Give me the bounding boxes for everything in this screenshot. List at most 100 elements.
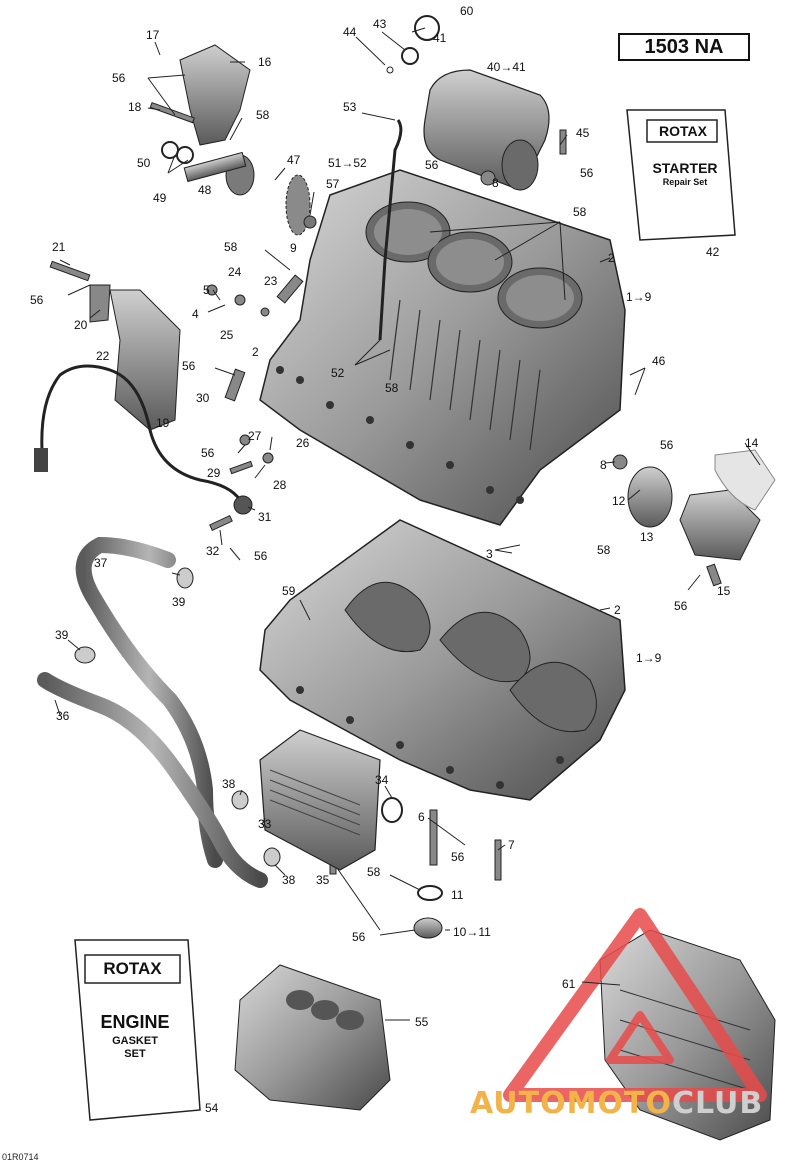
callout-56: 56 (352, 930, 366, 944)
callout-8: 8 (492, 176, 499, 190)
engine-booklet-subtitle1: GASKET (112, 1035, 158, 1047)
model-title-box: 1503 NA (618, 33, 750, 61)
starter-repair-booklet (626, 109, 736, 241)
sensor-wire (40, 364, 242, 501)
callout-61: 61 (562, 977, 576, 991)
callout-57: 57 (326, 177, 340, 191)
callout-58: 58 (256, 108, 270, 122)
callout-56: 56 (451, 850, 465, 864)
callout-41: 41 (433, 31, 447, 45)
callout-10-11: 10→11 (453, 925, 491, 939)
callout-9: 9 (290, 241, 297, 255)
callout-54: 54 (205, 1101, 219, 1115)
drawing-code: 01R0714 (2, 1152, 39, 1162)
callout-53: 53 (343, 100, 357, 114)
callout-58: 58 (367, 865, 381, 879)
starter-booklet-brand: ROTAX (659, 123, 707, 139)
callout-46: 46 (652, 354, 666, 368)
callout-17: 17 (146, 28, 160, 42)
callout-22: 22 (96, 349, 110, 363)
callout-27: 27 (248, 429, 262, 443)
callout-7: 7 (508, 838, 515, 852)
callout-28: 28 (273, 478, 287, 492)
callout-40-41: 40→41 (487, 60, 526, 74)
callout-56: 56 (30, 293, 44, 307)
starter-booklet-title: STARTER (652, 160, 718, 176)
callout-38: 38 (282, 873, 296, 887)
engine-booklet-title: ENGINE (100, 1012, 170, 1032)
engine-booklet-subtitle2: SET (124, 1048, 146, 1060)
callout-39: 39 (172, 595, 186, 609)
callout-32: 32 (206, 544, 220, 558)
callout-59: 59 (282, 584, 296, 598)
knock-sensor (233, 495, 253, 515)
engine-booklet-brand: ROTAX (103, 959, 162, 978)
callout-36: 36 (56, 709, 70, 723)
callout-16: 16 (258, 55, 272, 69)
drain-plug (413, 917, 443, 939)
starter-booklet-subtitle: Repair Set (662, 177, 708, 187)
lower-crankcase (259, 519, 626, 801)
callout-58: 58 (385, 381, 399, 395)
upper-crankcase (259, 169, 626, 526)
engine-bracket (89, 284, 181, 431)
callout-2: 2 (252, 345, 259, 359)
oil-cooler (259, 729, 403, 871)
callout-51-52: 51→52 (328, 156, 367, 170)
callout-56: 56 (201, 446, 215, 460)
callout-14: 14 (745, 436, 759, 450)
callout-26: 26 (296, 436, 310, 450)
callout-44: 44 (343, 25, 357, 39)
callout-52: 52 (331, 366, 345, 380)
coolant-hoses (37, 536, 281, 888)
sensor-connector (34, 448, 48, 472)
drain-gasket (417, 885, 443, 901)
callout-29: 29 (207, 466, 221, 480)
callout-47: 47 (287, 153, 301, 167)
callout-43: 43 (373, 17, 387, 31)
callout-3: 3 (486, 547, 493, 561)
callout-1-9: 1→9 (636, 651, 662, 665)
callout-12: 12 (612, 494, 626, 508)
engine-gasket-booklet (74, 939, 201, 1121)
callout-4: 4 (192, 307, 199, 321)
callout-20: 20 (74, 318, 88, 332)
callout-58: 58 (224, 240, 238, 254)
callout-55: 55 (415, 1015, 429, 1029)
callout-30: 30 (196, 391, 210, 405)
callout-21: 21 (52, 240, 66, 254)
callout-56: 56 (182, 359, 196, 373)
callout-8: 8 (600, 458, 607, 472)
callout-19: 19 (156, 416, 170, 430)
dipstick-tube (378, 119, 403, 341)
callout-11: 11 (451, 888, 464, 902)
callout-58: 58 (597, 543, 611, 557)
callout-13: 13 (640, 530, 654, 544)
callout-33: 33 (258, 817, 272, 831)
callout-56: 56 (674, 599, 688, 613)
callout-56: 56 (254, 549, 268, 563)
watermark-text: AUTOMOTOCLUB (470, 1086, 764, 1121)
callout-31: 31 (258, 510, 272, 524)
callout-37: 37 (94, 556, 108, 570)
callout-49: 49 (153, 191, 167, 205)
callout-56: 56 (580, 166, 594, 180)
callout-56: 56 (425, 158, 439, 172)
gear-assembly (161, 44, 317, 236)
callout-56: 56 (112, 71, 126, 85)
callout-58: 58 (573, 205, 587, 219)
callout-23: 23 (264, 274, 278, 288)
callout-60: 60 (460, 4, 474, 18)
callout-15: 15 (717, 584, 731, 598)
fasteners (49, 101, 722, 881)
callout-42: 42 (706, 245, 720, 259)
callout-1-9: 1→9 (626, 290, 652, 304)
callout-5: 5 (203, 283, 210, 297)
callout-2: 2 (608, 251, 615, 265)
short-block (234, 964, 391, 1111)
callout-25: 25 (220, 328, 234, 342)
leader-lines (54, 27, 761, 1021)
watermark-logo (503, 908, 767, 1102)
callout-18: 18 (128, 100, 142, 114)
